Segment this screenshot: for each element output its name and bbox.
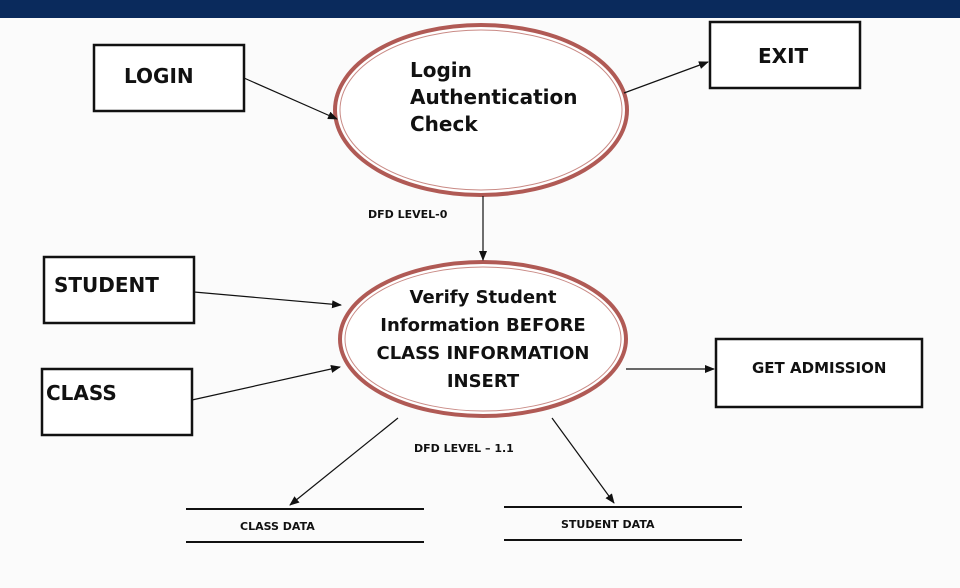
top-title-bar bbox=[0, 0, 960, 18]
flow-student-to-verify bbox=[193, 291, 342, 309]
entity-student-label: STUDENT bbox=[54, 273, 159, 297]
entity-login: LOGIN bbox=[92, 43, 246, 113]
datastore-student-data: STUDENT DATA bbox=[504, 506, 742, 541]
datastore-student-data-label: STUDENT DATA bbox=[561, 518, 655, 531]
datastore-class-data-label: CLASS DATA bbox=[240, 520, 315, 533]
process-login-check: Login Authentication Check bbox=[333, 23, 629, 197]
flow-auth-to-exit bbox=[623, 61, 709, 94]
entity-get-admission-label: GET ADMISSION bbox=[752, 359, 886, 377]
flow-login-to-auth bbox=[243, 77, 338, 120]
entity-get-admission: GET ADMISSION bbox=[714, 337, 924, 409]
process-verify-student-line-1: Verify Student bbox=[410, 287, 557, 308]
level-label-1-1: DFD LEVEL – 1.1 bbox=[414, 442, 514, 455]
entity-student: STUDENT bbox=[42, 255, 196, 325]
process-verify-student-line-3: CLASS INFORMATION bbox=[376, 343, 589, 364]
level-label-0: DFD LEVEL-0 bbox=[368, 208, 448, 221]
datastore-class-data: CLASS DATA bbox=[186, 508, 424, 543]
process-verify-student: Verify Student Information BEFORE CLASS … bbox=[338, 260, 628, 418]
entity-class: CLASS bbox=[40, 367, 194, 437]
flow-verify-to-class-data bbox=[289, 417, 399, 506]
flow-class-to-verify bbox=[191, 365, 341, 401]
entity-exit-label: EXIT bbox=[758, 44, 809, 68]
process-login-check-line-3: Check bbox=[410, 112, 478, 136]
process-verify-student-line-4: INSERT bbox=[447, 371, 520, 392]
process-login-check-line-2: Authentication bbox=[410, 85, 577, 109]
process-verify-student-line-2: Information BEFORE bbox=[380, 315, 585, 336]
entity-exit: EXIT bbox=[708, 20, 862, 90]
process-login-check-line-1: Login bbox=[410, 58, 472, 82]
entity-login-label: LOGIN bbox=[124, 64, 194, 88]
flow-verify-to-student-data bbox=[551, 417, 615, 504]
entity-class-label: CLASS bbox=[46, 381, 117, 405]
